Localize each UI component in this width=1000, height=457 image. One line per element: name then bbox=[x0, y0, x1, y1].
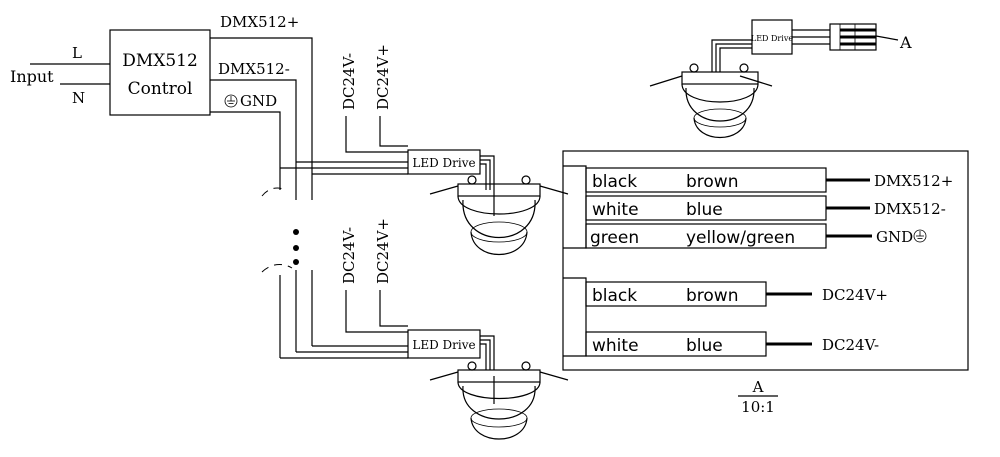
wire-right-color: yellow/green bbox=[686, 228, 795, 248]
wire-terminal: DMX512+ bbox=[874, 172, 953, 190]
wire-terminal: DMX512- bbox=[874, 200, 946, 218]
dmx-minus-label: DMX512- bbox=[218, 60, 290, 78]
dmx512-controller: DMX512 Control bbox=[109, 29, 211, 116]
live-label: L bbox=[72, 44, 82, 62]
wire-terminal: GND bbox=[876, 228, 913, 246]
dmx-plus-label: DMX512+ bbox=[220, 13, 299, 31]
detail-marker-label: A bbox=[899, 33, 912, 52]
continuation-dot bbox=[293, 229, 299, 235]
input-label: Input bbox=[10, 67, 54, 86]
wire-right-color: blue bbox=[686, 200, 723, 220]
led-driver-2: DC24V- DC24V+ LED Drive bbox=[280, 218, 495, 370]
detail-scale: A 10:1 bbox=[738, 378, 778, 416]
continuation-dot bbox=[293, 259, 299, 265]
neutral-label: N bbox=[72, 89, 85, 107]
led-drive-label-1: LED Drive bbox=[412, 156, 475, 170]
wire-terminal: DC24V+ bbox=[822, 286, 888, 304]
led-drive-label-2: LED Drive bbox=[412, 338, 475, 352]
dc-plus-label-1: DC24V+ bbox=[374, 44, 392, 110]
downlight-fixture-2 bbox=[429, 361, 569, 440]
dc-plus-label-2: DC24V+ bbox=[374, 218, 392, 284]
signal-wire-group: black brown DMX512+ white blue DMX512- g… bbox=[563, 165, 953, 249]
wire-right-color: brown bbox=[686, 172, 739, 192]
dmx-bus-wires bbox=[210, 37, 313, 358]
detail-scale-ratio: 10:1 bbox=[741, 398, 775, 416]
power-wire-group: black brown DC24V+ white blue DC24V- bbox=[563, 277, 888, 357]
led-drive-label-small: LED Drive bbox=[751, 34, 793, 43]
detail-fixture: LED Drive A bbox=[649, 19, 912, 138]
wire-right-color: blue bbox=[686, 336, 723, 356]
ground-icon bbox=[224, 94, 238, 108]
downlight-fixture-1 bbox=[429, 175, 569, 255]
input-wiring: Input L N bbox=[10, 44, 110, 107]
continuation-dot bbox=[293, 245, 299, 251]
wire-left-color: green bbox=[590, 228, 639, 248]
wire-right-color: brown bbox=[686, 286, 739, 306]
controller-label-line2: Control bbox=[128, 79, 193, 99]
dc-minus-label-2: DC24V- bbox=[340, 227, 358, 284]
wire-left-color: black bbox=[592, 286, 637, 306]
wire-left-color: white bbox=[592, 200, 639, 220]
detail-a-wiring-table: black brown DMX512+ white blue DMX512- g… bbox=[562, 150, 969, 371]
controller-label-line1: DMX512 bbox=[122, 51, 198, 71]
wire-left-color: white bbox=[592, 336, 639, 356]
wire-left-color: black bbox=[592, 172, 637, 192]
led-driver-1: DC24V- DC24V+ LED Drive bbox=[280, 44, 495, 190]
ground-icon bbox=[913, 229, 927, 243]
dc-minus-label-1: DC24V- bbox=[340, 53, 358, 110]
wire-terminal: DC24V- bbox=[822, 336, 879, 354]
detail-scale-marker: A bbox=[752, 378, 764, 396]
gnd-label: GND bbox=[240, 92, 277, 110]
